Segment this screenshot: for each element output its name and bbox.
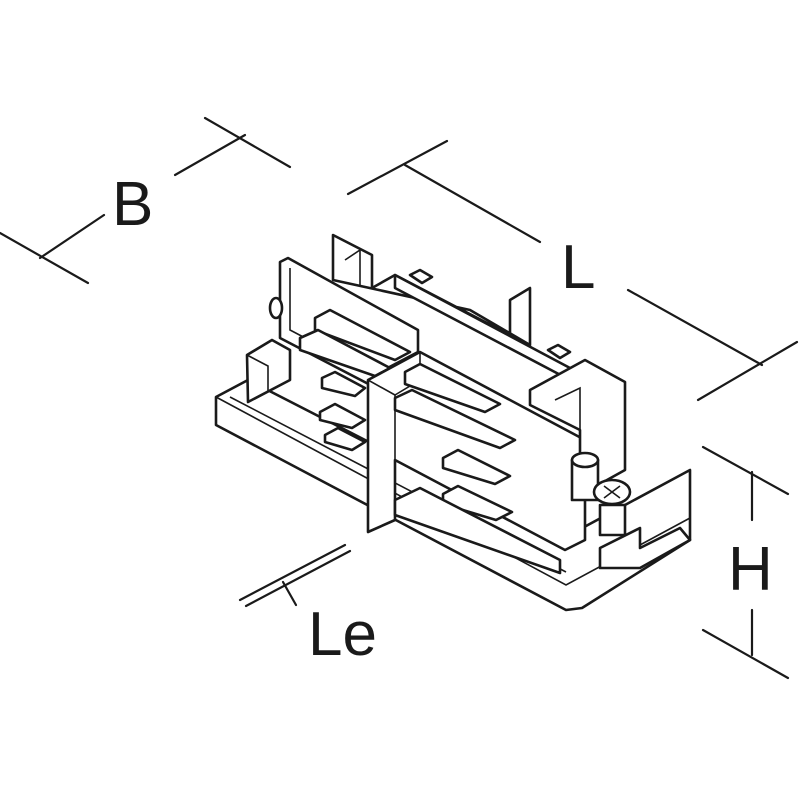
right-finger-1 — [403, 362, 502, 414]
right-finger-3 — [441, 448, 512, 486]
dim-l-extension-left — [346, 139, 449, 196]
dimension-h: H — [701, 445, 790, 680]
left-finger-1 — [313, 308, 412, 362]
dim-b-line-right — [173, 133, 247, 177]
dim-h-label: H — [728, 535, 773, 604]
track-connector — [214, 233, 692, 612]
dim-b-extension-right — [203, 116, 292, 169]
right-base-step — [598, 526, 692, 570]
dim-le-line-b — [244, 549, 352, 608]
dim-h-extension-bottom — [701, 628, 790, 680]
left-finger-4 — [318, 402, 367, 430]
rear-tab-1 — [408, 268, 434, 285]
dimension-b: B — [0, 116, 292, 285]
lower-bar — [393, 486, 562, 575]
right-finger-2 — [393, 388, 517, 450]
dim-b-label: B — [112, 170, 153, 239]
left-finger-3 — [320, 370, 367, 398]
dim-b-extension-left — [0, 231, 90, 285]
left-finger-5 — [323, 426, 367, 452]
dim-b-line-left — [38, 213, 106, 260]
rear-tab-2 — [546, 343, 572, 360]
dimension-l: L — [346, 139, 799, 402]
dim-l-line-left — [403, 163, 542, 244]
dim-l-label: L — [561, 233, 595, 302]
dim-le-tick — [281, 580, 298, 607]
dimension-le: Le — [238, 543, 377, 669]
dim-l-extension-right — [696, 340, 799, 402]
dim-le-label: Le — [308, 600, 377, 669]
screw-left — [268, 296, 284, 320]
base-plate-top-edge — [215, 396, 691, 586]
dim-h-extension-top — [701, 445, 790, 496]
dim-le-line-a — [238, 543, 347, 602]
dim-l-line-right — [626, 288, 764, 367]
